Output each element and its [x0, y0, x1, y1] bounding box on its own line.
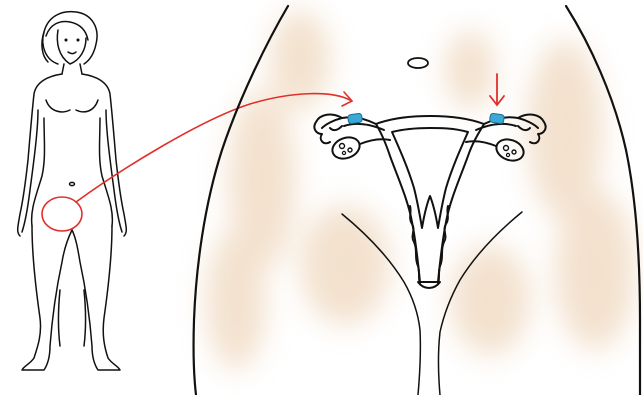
left-leg	[22, 226, 72, 370]
left-fallopian-tube-marker	[348, 113, 363, 124]
navel	[70, 182, 75, 185]
callout	[42, 92, 352, 231]
left-ovary	[329, 134, 362, 162]
right-ovarian-ligament	[466, 141, 496, 146]
right-leg	[72, 226, 120, 370]
torso-right	[100, 118, 113, 226]
belly-button	[408, 58, 428, 68]
head-outline	[43, 12, 97, 64]
chest-outline	[46, 100, 98, 112]
face-outline	[57, 30, 86, 64]
right-fallopian-tube-marker	[489, 113, 504, 124]
neck-outline	[62, 64, 82, 74]
skin-shading	[206, 10, 635, 370]
right-ovary	[493, 136, 526, 164]
right-shoulder-arm	[82, 74, 126, 236]
left-shoulder-arm	[18, 74, 62, 236]
uterus-cavity	[392, 128, 468, 228]
woman-figure	[18, 12, 127, 370]
